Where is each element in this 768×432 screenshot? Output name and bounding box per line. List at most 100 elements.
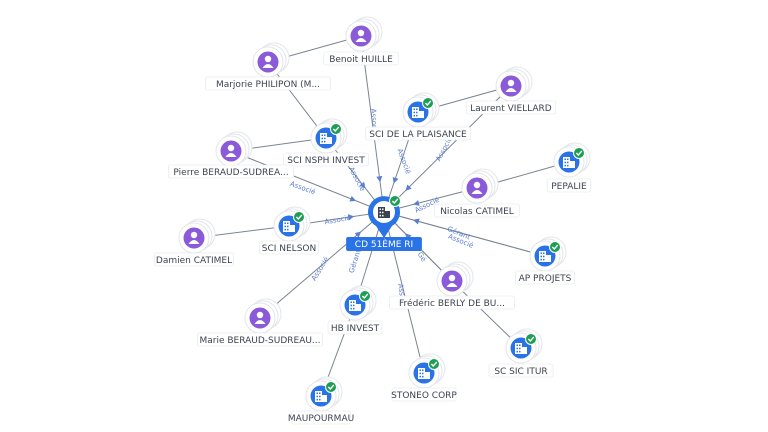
edge-label: Gérant xyxy=(348,248,363,274)
edge-arrow xyxy=(354,231,362,238)
person-icon xyxy=(505,79,517,92)
building-icon xyxy=(349,300,361,311)
edge-arrow xyxy=(392,176,399,184)
node-label-box xyxy=(168,164,294,179)
graph-edge xyxy=(360,35,385,213)
node-label-box xyxy=(205,76,331,91)
person-icon xyxy=(188,231,200,244)
node-label-box xyxy=(434,203,520,218)
node-label-box xyxy=(546,178,592,193)
edge-arrow xyxy=(412,218,420,225)
edge-label: Associé xyxy=(324,214,351,226)
company-node[interactable]: MAUPOURMAU xyxy=(288,376,354,425)
node-label: Frédéric BERLY DE BU... xyxy=(399,298,505,309)
person-icon xyxy=(471,181,483,194)
building-icon xyxy=(563,157,575,168)
building-icon xyxy=(378,207,390,218)
node-label: Laurent VIELLARD xyxy=(470,104,552,114)
person-node[interactable]: Laurent VIELLARD xyxy=(465,66,557,115)
company-node[interactable]: HB INVEST xyxy=(327,285,383,335)
graph-edge xyxy=(451,280,522,349)
graph-edge xyxy=(267,61,327,139)
person-node[interactable]: Benoit HUILLE xyxy=(323,16,399,66)
edge-arrow xyxy=(413,200,420,206)
node-label-box xyxy=(291,410,351,425)
node-label-box xyxy=(515,270,575,285)
person-icon xyxy=(446,274,458,287)
verified-check-icon xyxy=(389,195,401,207)
node-label-box xyxy=(259,240,319,255)
node-label: SCI DE LA PLAISANCE xyxy=(369,130,467,140)
node-label: PEPALIE xyxy=(551,182,587,192)
person-icon xyxy=(254,311,266,324)
edge-label: Associé xyxy=(289,180,317,197)
verified-check-icon xyxy=(293,211,305,223)
company-node[interactable]: SCI DE LA PLAISANCE xyxy=(365,92,471,141)
node-label-box xyxy=(465,100,557,115)
node-label-box xyxy=(197,332,323,347)
company-node[interactable]: SCI NSPH INVEST xyxy=(283,118,369,167)
node-label: Nicolas CATIMEL xyxy=(440,207,514,217)
node-label-box xyxy=(323,51,399,66)
verified-check-icon xyxy=(325,381,337,393)
node-label: Marie BERAUD-SUDREAU... xyxy=(199,336,320,346)
edge-arrow xyxy=(359,181,366,189)
edge-label: Associé xyxy=(347,165,366,192)
verified-check-icon xyxy=(359,290,371,302)
node-label-box xyxy=(389,295,515,310)
verified-check-icon xyxy=(549,241,561,253)
node-label-box xyxy=(283,152,369,167)
node-label: Pierre BERAUD-SUDREA... xyxy=(173,168,288,178)
building-icon xyxy=(315,391,327,402)
person-node[interactable]: Frédéric BERLY DE BU... xyxy=(389,261,515,310)
person-icon xyxy=(355,29,367,42)
building-icon xyxy=(418,368,430,379)
node-label: AP PROJETS xyxy=(519,274,572,284)
edge-label: Associé xyxy=(310,256,331,283)
center-company-node[interactable]: CD 51ÈME RI xyxy=(346,195,422,252)
node-label-box xyxy=(488,363,554,378)
edge-label: Associé xyxy=(369,108,379,135)
verified-check-icon xyxy=(428,358,440,370)
building-icon xyxy=(283,221,295,232)
person-node[interactable]: Nicolas CATIMEL xyxy=(434,168,520,218)
node-label: MAUPOURMAU xyxy=(288,414,354,424)
person-node[interactable]: Damien CATIMEL xyxy=(154,218,235,267)
verified-check-icon xyxy=(422,97,434,109)
graph-edge xyxy=(230,150,385,213)
verified-check-icon xyxy=(330,123,342,135)
company-node[interactable]: STONEO CORP xyxy=(391,353,457,402)
building-icon xyxy=(515,343,527,354)
person-node[interactable]: Marie BERAUD-SUDREAU... xyxy=(197,298,323,347)
company-node[interactable]: PEPALIE xyxy=(546,142,592,193)
node-label-box xyxy=(391,387,457,402)
graph-edge xyxy=(259,211,385,319)
node-label: STONEO CORP xyxy=(391,391,457,401)
building-icon xyxy=(320,133,332,144)
verified-check-icon xyxy=(525,333,537,345)
center-label: CD 51ÈME RI xyxy=(355,238,413,250)
person-icon xyxy=(225,144,237,157)
graph-edge xyxy=(383,187,478,213)
node-label: SC SIC ITUR xyxy=(494,367,547,377)
building-icon xyxy=(539,251,551,262)
node-label-box xyxy=(327,320,383,335)
company-node[interactable]: SC SIC ITUR xyxy=(488,328,554,378)
node-label: Damien CATIMEL xyxy=(156,256,232,266)
node-label: SCI NELSON xyxy=(262,244,316,254)
edge-arrow xyxy=(349,195,357,202)
person-icon xyxy=(262,55,274,68)
verified-check-icon xyxy=(573,147,585,159)
person-node[interactable]: Pierre BERAUD-SUDREA... xyxy=(168,131,294,179)
person-node[interactable]: Marjorie PHILIPON (M... xyxy=(205,42,331,91)
edge-label: Ass xyxy=(396,283,406,296)
edge-arrow xyxy=(405,184,412,191)
edge-label: Gé xyxy=(416,251,428,263)
company-node[interactable]: AP PROJETS xyxy=(515,236,575,285)
node-label-box xyxy=(365,126,471,141)
company-node[interactable]: SCI NELSON xyxy=(259,206,319,255)
node-label: Benoit HUILLE xyxy=(329,55,393,65)
center-label-box xyxy=(346,237,422,251)
node-label: SCI NSPH INVEST xyxy=(287,156,365,166)
